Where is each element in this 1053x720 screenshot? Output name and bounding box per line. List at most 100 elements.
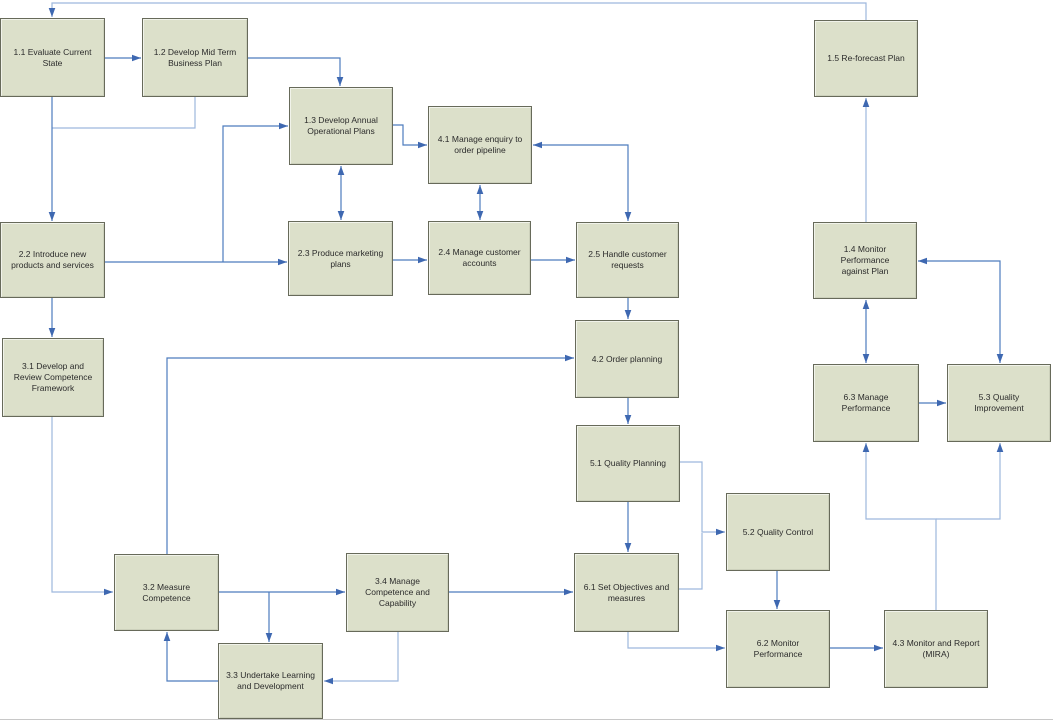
- connector-4.1-to-2.5: [533, 141, 632, 221]
- arrowhead: [476, 185, 484, 194]
- node-4-2: 4.2 Order planning: [575, 320, 679, 398]
- arrowhead: [862, 354, 870, 363]
- connector-6.3-to-1.4: [862, 300, 870, 363]
- arrowhead: [773, 600, 781, 609]
- connector-1.3-to-2.3: [337, 166, 345, 220]
- connector-4.1-to-2.4: [476, 185, 484, 220]
- node-label: 3.1 Develop and Review Competence Framew…: [13, 361, 93, 393]
- node-label: 1.3 Develop Annual Operational Plans: [304, 115, 378, 136]
- node-label: 6.2 Monitor Performance: [753, 638, 803, 659]
- node-2-4: 2.4 Manage customer accounts: [428, 221, 531, 295]
- connector-1.2-to-1.3: [248, 57, 344, 86]
- node-label: 2.5 Handle customer requests: [588, 249, 667, 270]
- node-6-3: 6.3 Manage Performance: [813, 364, 919, 442]
- node-2-5: 2.5 Handle customer requests: [576, 222, 679, 298]
- node-label: 2.3 Produce marketing plans: [297, 247, 384, 269]
- node-5-3: 5.3 Quality Improvement: [947, 364, 1051, 442]
- connector-3.4-to-3.3: [324, 632, 399, 685]
- arrowhead: [996, 354, 1004, 363]
- connector-2.4-to-2.5: [531, 256, 575, 264]
- connector-3.2-to-3.3: [265, 592, 273, 642]
- arrowhead: [716, 528, 725, 536]
- arrowhead: [48, 212, 56, 221]
- node-label: 4.2 Order planning: [591, 353, 663, 364]
- arrowhead: [48, 8, 56, 17]
- arrowhead: [996, 443, 1004, 452]
- arrowhead: [104, 588, 113, 596]
- connector-4.2-to-5.1: [624, 398, 632, 424]
- arrowhead: [564, 588, 573, 596]
- node-label: 5.3 Quality Improvement: [974, 392, 1024, 413]
- connector-5.2-to-6.2: [773, 571, 781, 609]
- connector-6.2-to-4.3: [830, 644, 883, 652]
- node-1-4: 1.4 Monitor Performance against Plan: [813, 222, 917, 299]
- arrowhead: [918, 257, 927, 265]
- arrowhead: [566, 256, 575, 264]
- connector-5.1-to-5.2: [680, 461, 725, 536]
- connector-6.3-to-5.3: [919, 399, 946, 407]
- arrowhead: [324, 677, 333, 685]
- node-3-4: 3.4 Manage Competence and Capability: [346, 553, 449, 632]
- node-5-2: 5.2 Quality Control: [726, 493, 830, 571]
- node-label: 2.2 Introduce new products and services: [11, 249, 94, 270]
- node-label: 3.3 Undertake Learning and Development: [226, 670, 315, 691]
- connector-2.2-to-2.3: [105, 258, 287, 266]
- arrowhead: [624, 415, 632, 424]
- connector-1.1-to-2.2: [48, 97, 56, 221]
- connector-2.2-to-3.1: [48, 298, 56, 337]
- arrowhead: [565, 354, 574, 362]
- node-label: 1.2 Develop Mid Term Business Plan: [153, 46, 237, 68]
- node-1-5: 1.5 Re-forecast Plan: [814, 20, 918, 97]
- node-3-2: 3.2 Measure Competence: [114, 554, 219, 631]
- node-2-2: 2.2 Introduce new products and services: [0, 222, 105, 298]
- node-1-3: 1.3 Develop Annual Operational Plans: [289, 87, 393, 165]
- arrowhead: [336, 588, 345, 596]
- connector-3.3-to-3.2: [163, 632, 218, 682]
- connector-5.1-to-6.1: [624, 502, 632, 552]
- arrowhead: [418, 141, 427, 149]
- connector-3.2-to-3.4: [219, 588, 345, 596]
- arrowhead: [874, 644, 883, 652]
- node-3-3: 3.3 Undertake Learning and Development: [218, 643, 323, 719]
- connector-3.2-to-4.2: [166, 354, 574, 554]
- connector-1.4-to-5.3: [918, 257, 1004, 363]
- node-label: 4.1 Manage enquiry to order pipeline: [437, 134, 523, 155]
- arrowhead: [336, 77, 344, 86]
- connector-1.5-to-1.1: [48, 2, 867, 20]
- node-label: 1.5 Re-forecast Plan: [827, 53, 905, 63]
- node-5-1: 5.1 Quality Planning: [576, 425, 680, 502]
- arrowhead: [862, 300, 870, 309]
- node-label: 2.4 Manage customer accounts: [438, 247, 521, 268]
- connector-2.2-to-1.3: [222, 122, 288, 262]
- connector-1.1-to-1.2: [105, 54, 141, 62]
- node-6-2: 6.2 Monitor Performance: [726, 610, 830, 688]
- node-4-1: 4.1 Manage enquiry to order pipeline: [428, 106, 532, 184]
- arrowhead: [476, 211, 484, 220]
- node-label: 1.1 Evaluate Current State: [13, 46, 92, 68]
- node-label: 4.3 Monitor and Report (MIRA): [892, 638, 980, 659]
- connector-3.4-to-6.1: [449, 588, 573, 596]
- arrowhead: [48, 328, 56, 337]
- connector-1.2-to-2.2-junction: [52, 97, 196, 129]
- arrowhead: [862, 443, 870, 452]
- arrowhead: [937, 399, 946, 407]
- arrowhead: [265, 633, 273, 642]
- connector-2.5-to-4.2: [624, 298, 632, 319]
- arrowhead: [624, 310, 632, 319]
- arrowhead: [716, 644, 725, 652]
- node-label: 5.2 Quality Control: [742, 526, 814, 537]
- arrowhead: [533, 141, 542, 149]
- connector-1.4-to-1.5: [862, 98, 870, 222]
- connector-1.3-to-4.1: [393, 124, 427, 149]
- node-6-1: 6.1 Set Objectives and measures: [574, 553, 679, 632]
- arrowhead: [624, 543, 632, 552]
- connector-6.1-to-5.2-junction: [679, 533, 703, 590]
- connector-6.1-to-6.2: [627, 632, 725, 652]
- node-2-3: 2.3 Produce marketing plans: [288, 221, 393, 296]
- node-label: 3.4 Manage Competence and Capability: [365, 576, 430, 608]
- node-4-3: 4.3 Monitor and Report (MIRA): [884, 610, 988, 688]
- connector-3.1-to-3.2: [51, 417, 113, 596]
- arrowhead: [279, 122, 288, 130]
- arrowhead: [163, 632, 171, 641]
- node-1-1: 1.1 Evaluate Current State: [0, 18, 105, 97]
